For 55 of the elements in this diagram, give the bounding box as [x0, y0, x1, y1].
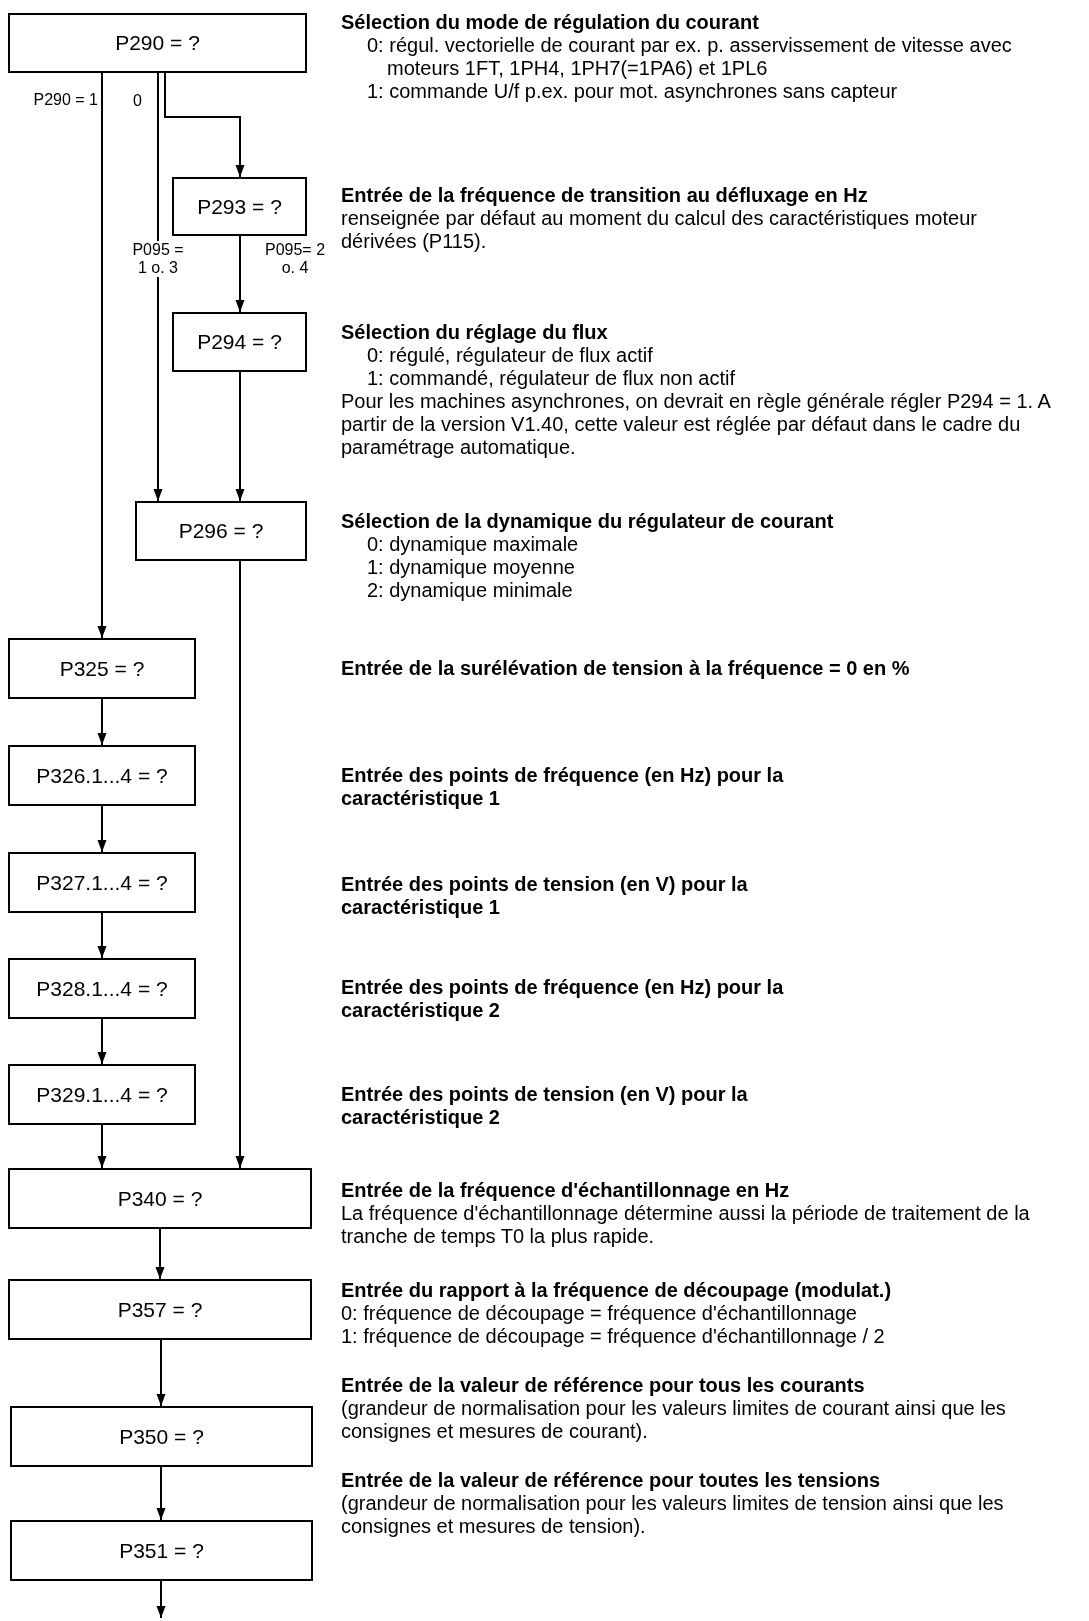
option-text: 1: dynamique moyenne: [367, 556, 576, 579]
description-text: (grandeur de normalisation pour les valeurs limites de courant ainsi que les consignes et mesures de courant).: [341, 1397, 1007, 1443]
option-text: 2: dynamique minimale: [367, 579, 574, 602]
process-box: P329.1...4 = ?: [8, 1064, 196, 1125]
process-box: P357 = ?: [8, 1279, 312, 1340]
description-heading: Entrée de la fréquence d'échantillonnage en Hz: [341, 1179, 791, 1202]
process-box: P296 = ?: [135, 501, 307, 561]
arrow: [97, 698, 107, 746]
description-text: 0: fréquence de découpage = fréquence d'échantillonnage: [341, 1302, 858, 1325]
process-box: P327.1...4 = ?: [8, 852, 196, 913]
arrow: [97, 1018, 107, 1065]
option-text: 0: régulé, régulateur de flux actif: [367, 344, 654, 367]
process-box: P340 = ?: [8, 1168, 312, 1229]
description-heading: Entrée des points de fréquence (en Hz) pour la caractéristique 1: [341, 764, 785, 810]
option-text: 0: régul. vectorielle de courant par ex. p. asservissement de vitesse avec moteurs 1FT, 1PH4, 1PH7(=1PA6) et 1PL6: [367, 34, 1013, 80]
description-heading: Entrée du rapport à la fréquence de découpage (modulat.): [341, 1279, 893, 1302]
description-text: La fréquence d'échantillonnage détermine aussi la période de traitement de la tranche de temps T0 la plus rapide.: [341, 1202, 1031, 1248]
description-heading: Entrée des points de tension (en V) pour la caractéristique 1: [341, 873, 749, 919]
process-box: P293 = ?: [172, 177, 307, 236]
description-text: (grandeur de normalisation pour les valeurs limites de tension ainsi que les consignes et mesures de tension).: [341, 1492, 1005, 1538]
arrow: [164, 72, 245, 178]
option-text: 1: commandé, régulateur de flux non actif: [367, 367, 736, 390]
arrow: [235, 560, 245, 1169]
process-box: P325 = ?: [8, 638, 196, 699]
description-heading: Sélection de la dynamique du régulateur de courant: [341, 510, 835, 533]
description-text: Pour les machines asynchrones, on devrait en règle générale régler P294 = 1. A partir de la version V1.40, cette valeur est réglée par défaut dans le cadre du paramétrage automatique.: [341, 390, 1052, 459]
process-box: P294 = ?: [172, 312, 307, 372]
description-heading: Entrée de la valeur de référence pour toutes les tensions: [341, 1469, 882, 1492]
description-text: 1: fréquence de découpage = fréquence d'échantillonnage / 2: [341, 1325, 886, 1348]
arrow: [97, 805, 107, 853]
arrow: [97, 72, 107, 639]
arrow: [153, 72, 163, 502]
description-heading: Entrée des points de tension (en V) pour la caractéristique 2: [341, 1083, 749, 1129]
description-heading: Entrée de la valeur de référence pour tous les courants: [341, 1374, 866, 1397]
option-text: 1: commande U/f p.ex. pour mot. asynchrones sans capteur: [367, 80, 899, 103]
arrow: [156, 1466, 166, 1521]
process-box: P351 = ?: [10, 1520, 313, 1581]
process-box: P350 = ?: [10, 1406, 313, 1467]
arrow: [97, 1124, 107, 1169]
description-heading: Entrée des points de fréquence (en Hz) pour la caractéristique 2: [341, 976, 785, 1022]
process-box: P328.1...4 = ?: [8, 958, 196, 1019]
arrow: [156, 1580, 166, 1619]
arrow: [235, 371, 245, 502]
option-text: 0: dynamique maximale: [367, 533, 580, 556]
arrow: [97, 912, 107, 959]
arrow: [235, 235, 245, 313]
arrow: [155, 1228, 165, 1280]
description-heading: Sélection du réglage du flux: [341, 321, 609, 344]
description-heading: Entrée de la fréquence de transition au défluxage en Hz: [341, 184, 869, 207]
description-heading: Entrée de la surélévation de tension à la fréquence = 0 en %: [341, 657, 911, 680]
arrow: [156, 1339, 166, 1407]
description-text: renseignée par défaut au moment du calcul des caractéristiques moteur dérivées (P115).: [341, 207, 978, 253]
process-box: P290 = ?: [8, 13, 307, 73]
description-heading: Sélection du mode de régulation du courant: [341, 11, 760, 34]
process-box: P326.1...4 = ?: [8, 745, 196, 806]
